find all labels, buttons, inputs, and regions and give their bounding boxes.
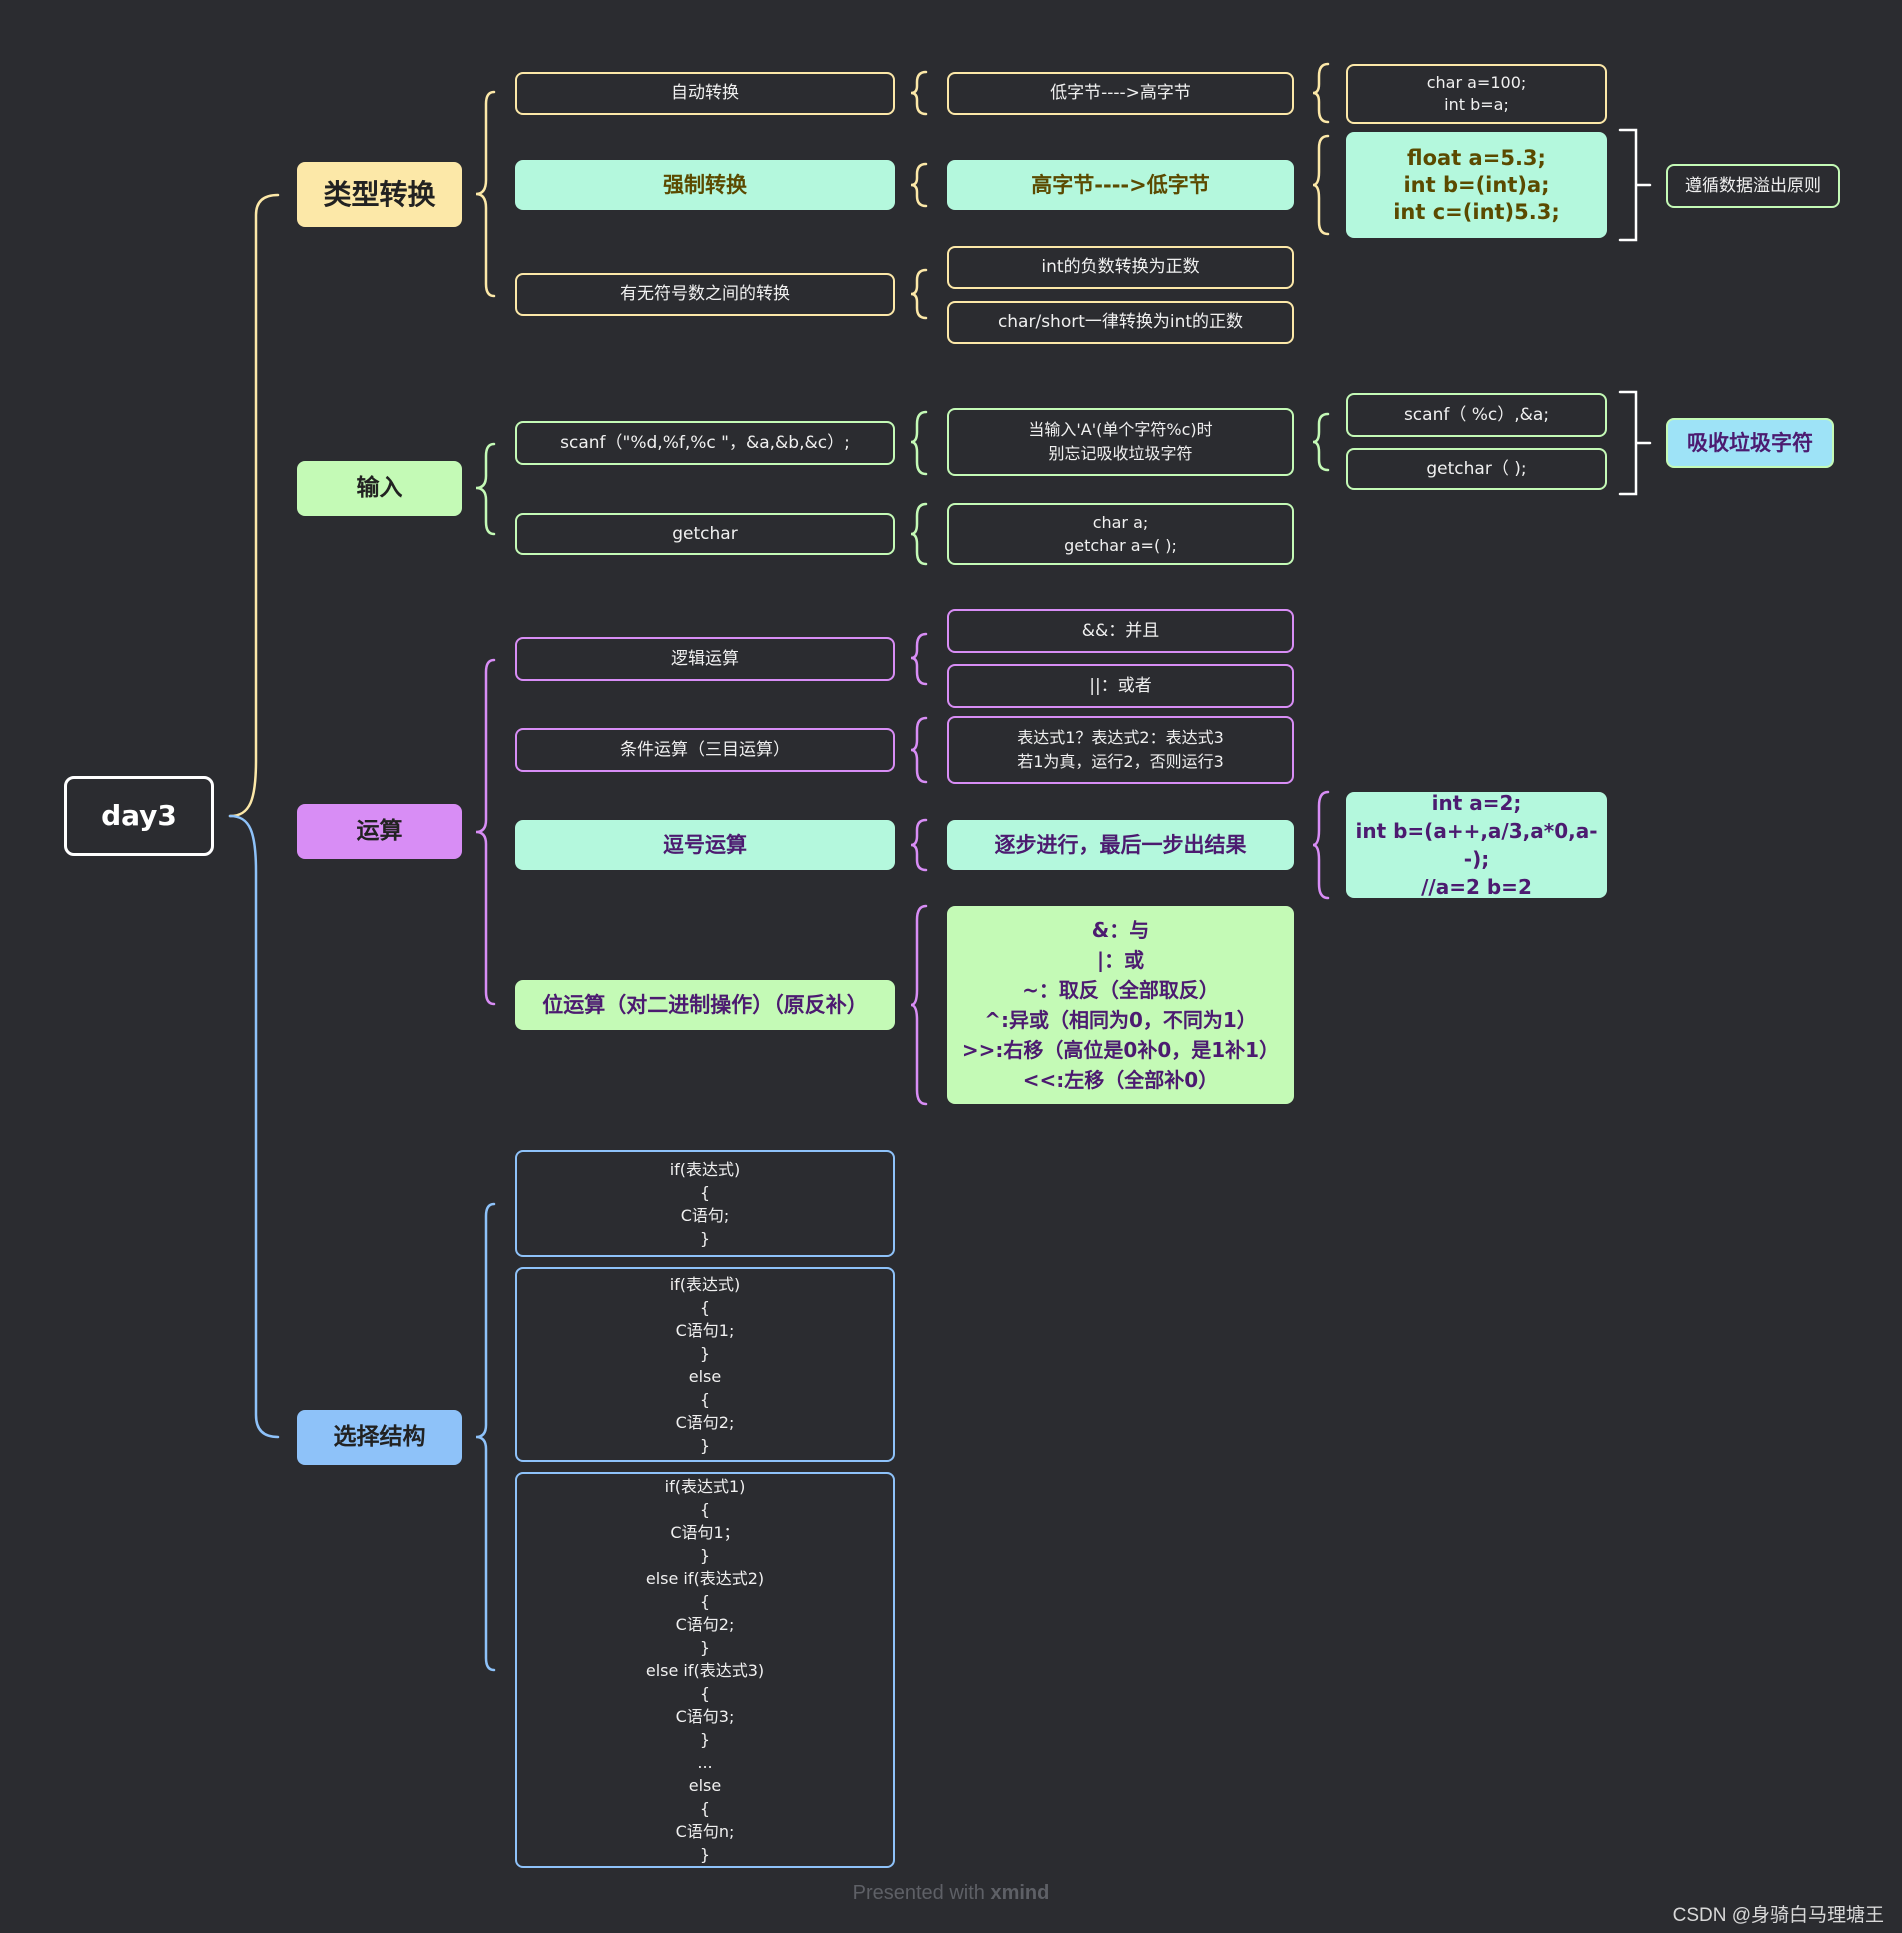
node-getchar-fix[interactable]: getchar（ ); bbox=[1346, 448, 1607, 490]
bracket-type bbox=[475, 90, 496, 298]
root-connector-blue bbox=[228, 814, 280, 1439]
branch-selection[interactable]: 选择结构 bbox=[297, 1410, 462, 1465]
bracket-selection bbox=[475, 1202, 496, 1672]
brace-getchar bbox=[910, 502, 928, 566]
node-comma-code[interactable]: int a=2; int b=(a++,a/3,a*0,a--); //a=2 … bbox=[1346, 791, 1607, 899]
brace-bitwise bbox=[910, 904, 928, 1106]
node-comma[interactable]: 逗号运算 bbox=[515, 820, 895, 870]
node-bitwise[interactable]: 位运算（对二进制操作）（原反补） bbox=[515, 980, 895, 1030]
node-logic-or[interactable]: ||：或者 bbox=[947, 664, 1294, 708]
xmind-brand: xmind bbox=[990, 1882, 1050, 1904]
brace-scanf-fix bbox=[1312, 412, 1330, 472]
node-scanf-warning[interactable]: 当输入'A'(单个字符%c)时 别忘记吸收垃圾字符 bbox=[947, 408, 1294, 476]
brace-forced-code bbox=[1312, 134, 1330, 236]
node-bitwise-desc[interactable]: &：与 |：或 ~：取反（全部取反） ^:异或（相同为0，不同为1） >>:右移… bbox=[947, 906, 1294, 1104]
brace-logic bbox=[910, 632, 928, 686]
presented-text: Presented with bbox=[852, 1882, 991, 1904]
root-connector-yellow bbox=[228, 193, 280, 818]
node-getchar-code[interactable]: char a; getchar a=( ); bbox=[947, 503, 1294, 565]
brace-forced bbox=[910, 162, 928, 208]
branch-type-conversion[interactable]: 类型转换 bbox=[297, 162, 462, 227]
brace-comma bbox=[910, 818, 928, 872]
node-getchar[interactable]: getchar bbox=[515, 513, 895, 555]
node-forced-conversion[interactable]: 强制转换 bbox=[515, 160, 895, 210]
node-scanf[interactable]: scanf（"%d,%f,%c "，&a,&b,&c）; bbox=[515, 421, 895, 465]
brace-auto bbox=[910, 70, 928, 116]
branch-input[interactable]: 输入 bbox=[297, 461, 462, 516]
node-high-to-low[interactable]: 高字节---->低字节 bbox=[947, 160, 1294, 210]
node-logic[interactable]: 逻辑运算 bbox=[515, 637, 895, 681]
node-auto-code[interactable]: char a=100; int b=a; bbox=[1346, 64, 1607, 124]
bracket-absorb bbox=[1618, 390, 1652, 496]
node-signed-unsigned[interactable]: 有无符号数之间的转换 bbox=[515, 273, 895, 316]
node-negative-to-positive[interactable]: int的负数转换为正数 bbox=[947, 246, 1294, 289]
brace-signed bbox=[910, 268, 928, 320]
branch-operation[interactable]: 运算 bbox=[297, 804, 462, 859]
csdn-credit: CSDN @身骑白马理塘王 bbox=[1672, 1905, 1884, 1926]
presented-with-xmind: Presented with xmind bbox=[0, 1882, 1902, 1905]
node-conditional-desc[interactable]: 表达式1？表达式2：表达式3 若1为真，运行2，否则运行3 bbox=[947, 716, 1294, 784]
node-if-simple[interactable]: if(表达式) { C语句; } bbox=[515, 1150, 895, 1257]
node-auto-conversion[interactable]: 自动转换 bbox=[515, 72, 895, 115]
brace-auto-code bbox=[1312, 62, 1330, 124]
node-scanf-fix[interactable]: scanf（ %c）,&a; bbox=[1346, 393, 1607, 437]
bracket-input bbox=[475, 442, 496, 536]
bracket-overflow bbox=[1618, 128, 1652, 242]
node-char-short-to-int[interactable]: char/short一律转换为int的正数 bbox=[947, 301, 1294, 344]
node-conditional[interactable]: 条件运算（三目运算） bbox=[515, 728, 895, 772]
node-comma-desc[interactable]: 逐步进行，最后一步出结果 bbox=[947, 820, 1294, 870]
brace-cond bbox=[910, 716, 928, 784]
node-logic-and[interactable]: &&：并且 bbox=[947, 609, 1294, 653]
node-if-else-if[interactable]: if(表达式1) { C语句1； } else if(表达式2) { C语句2;… bbox=[515, 1472, 895, 1868]
node-absorb-garbage[interactable]: 吸收垃圾字符 bbox=[1666, 418, 1834, 468]
brace-scanf bbox=[910, 410, 928, 476]
brace-comma-code bbox=[1312, 790, 1330, 900]
node-overflow-rule[interactable]: 遵循数据溢出原则 bbox=[1666, 164, 1840, 208]
node-forced-code[interactable]: float a=5.3; int b=(int)a; int c=(int)5.… bbox=[1346, 132, 1607, 238]
bracket-operation bbox=[475, 658, 496, 1006]
node-low-to-high[interactable]: 低字节---->高字节 bbox=[947, 72, 1294, 115]
node-if-else[interactable]: if(表达式) { C语句1; } else { C语句2; } bbox=[515, 1267, 895, 1462]
root-node[interactable]: day3 bbox=[64, 776, 214, 856]
